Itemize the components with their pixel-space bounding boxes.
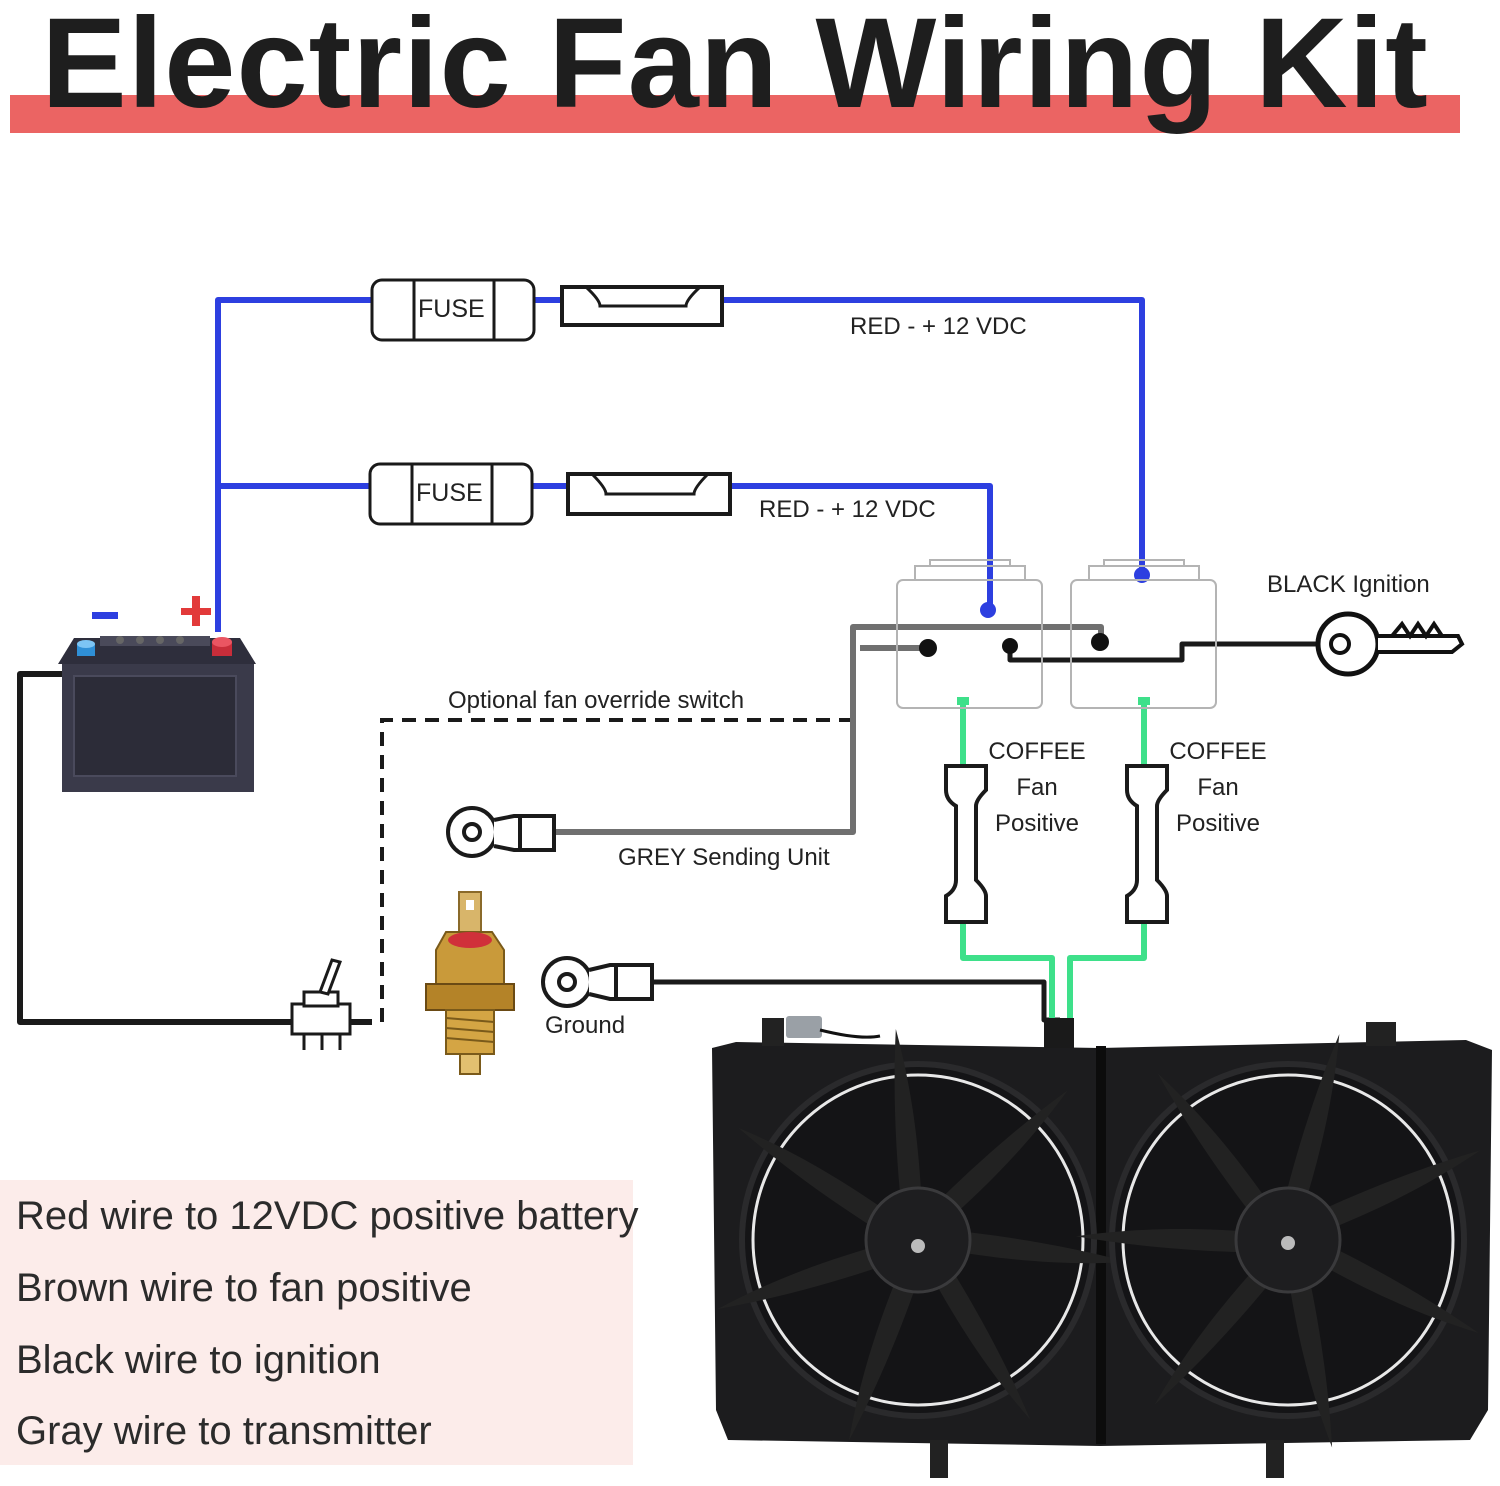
battery-icon [58, 636, 256, 792]
coffee-fan-positive-label: COFFEE Fan Positive [978, 734, 1096, 842]
grey-sending-label: GREY Sending Unit [618, 844, 830, 871]
coffee-label-line: Fan [1197, 774, 1239, 801]
override-switch-label: Optional fan override switch [448, 687, 745, 714]
coffee-label-line: COFFEE [988, 738, 1086, 765]
fuse-icon [368, 462, 732, 526]
battery-plus-sign [181, 596, 211, 626]
coffee-label-line: Positive [994, 810, 1080, 837]
relay-icon [1070, 559, 1217, 709]
ignition-key-icon [1315, 611, 1465, 677]
coffee-label-line: Positive [1175, 810, 1261, 837]
black-ignition-label: BLACK Ignition [1267, 571, 1430, 598]
dual-fan-icon [712, 1016, 1492, 1478]
fuse-label: FUSE [418, 295, 485, 323]
title-underline [10, 95, 1460, 133]
temperature-sensor-icon [425, 891, 515, 1075]
battery-minus-sign [92, 612, 118, 619]
legend-item: Brown wire to fan positive [16, 1266, 472, 1310]
legend-box: Red wire to 12VDC positive battery Brown… [0, 1180, 639, 1465]
ground-wire [652, 979, 1060, 1023]
page-title: Electric Fan Wiring Kit [41, 0, 1429, 135]
coffee-label-line: COFFEE [1169, 738, 1267, 765]
red-wire-label: RED - + 12 VDC [850, 313, 1027, 340]
fuse-label: FUSE [416, 479, 483, 507]
legend-item: Black wire to ignition [16, 1338, 381, 1382]
legend-item: Gray wire to transmitter [16, 1409, 432, 1453]
ring-terminal-icon [541, 956, 654, 1008]
coffee-fan-positive-label: COFFEE Fan Positive [1159, 734, 1277, 842]
fuse-icon [370, 278, 724, 342]
butt-connector-icon [944, 764, 1169, 924]
ring-terminal-icon [446, 806, 556, 858]
legend-item: Red wire to 12VDC positive battery [16, 1194, 639, 1238]
grey-wire [556, 624, 1104, 835]
red-wire-label: RED - + 12 VDC [759, 496, 936, 523]
positive-wires [215, 297, 1145, 632]
switch-wire [17, 671, 372, 1025]
toggle-switch-icon [290, 958, 352, 1050]
relay-icon [896, 559, 1043, 709]
coffee-label-line: Fan [1016, 774, 1058, 801]
fan-positive-wires [960, 700, 1147, 1020]
ignition-wire [1007, 641, 1320, 663]
override-wire [380, 718, 850, 1022]
ground-label: Ground [545, 1012, 626, 1039]
